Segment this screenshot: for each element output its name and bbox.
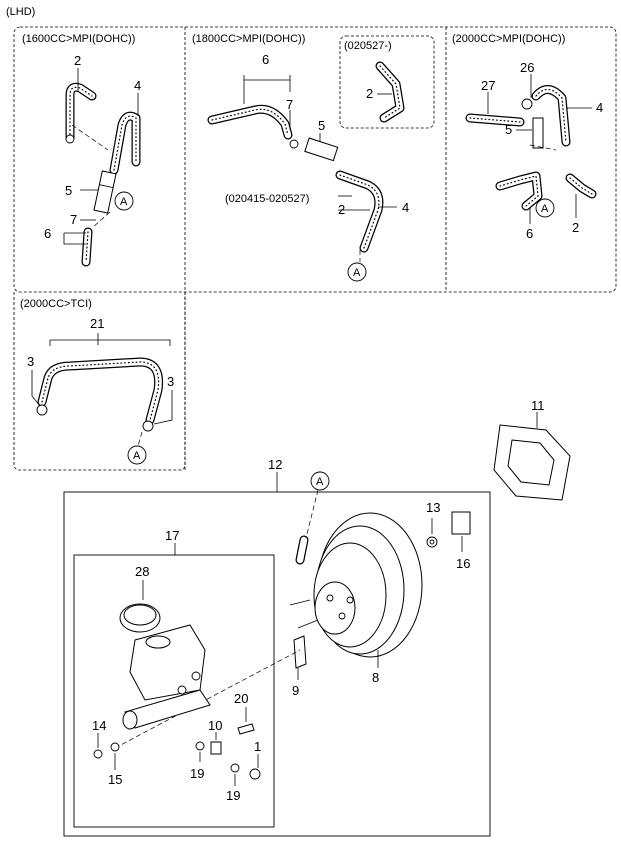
hose-4-2000: [531, 85, 571, 147]
callout-21-tci: 21: [90, 316, 104, 331]
callout-28: 28: [135, 564, 149, 579]
callout-13: 13: [426, 500, 440, 515]
bolt-1: [249, 768, 261, 780]
master-cylinder-frame: [73, 554, 275, 828]
range-label: (020415-020527): [225, 193, 309, 205]
clip-16: [451, 511, 471, 535]
hose-6-2000: [495, 171, 543, 211]
ref-marker-a-2000: [535, 198, 555, 218]
hose-2-2000: [565, 173, 597, 199]
callout-2-inset: 2: [366, 86, 373, 101]
callout-26-2000: 26: [520, 60, 534, 75]
gasket-11: [493, 412, 571, 501]
callout-15: 15: [108, 772, 122, 787]
callout-8: 8: [372, 670, 379, 685]
clamp-3a: [36, 404, 48, 416]
panel-2000-drawing: A: [465, 74, 597, 224]
washer-19b: [230, 763, 240, 773]
callout-16: 16: [456, 556, 470, 571]
callout-6-2000: 6: [526, 226, 533, 241]
hose-27-2000: [465, 113, 525, 127]
ref-marker-a-tci: [127, 445, 147, 465]
svg-text:A: A: [133, 450, 141, 462]
callout-19b: 19: [226, 788, 240, 803]
clamp-3b: [142, 420, 154, 432]
master-cylinder: [122, 624, 211, 730]
callout-20: 20: [234, 691, 248, 706]
panel-1800-drawing: A: [207, 61, 405, 282]
valve-5-2000: [521, 98, 544, 149]
engine-options-frame: [13, 26, 617, 293]
ref-marker-a-1800: [347, 262, 367, 282]
nut-14: [93, 749, 103, 759]
callout-27-2000: 27: [481, 78, 495, 93]
hose-6-1600: [81, 227, 93, 267]
washer-19a: [195, 741, 205, 751]
booster-assembly-frame: [63, 491, 491, 837]
fitting-10: [210, 741, 222, 755]
svg-text:A: A: [316, 476, 324, 488]
region-label: (LHD): [6, 6, 35, 18]
hose-4-1600: [109, 111, 141, 175]
callout-1: 1: [254, 739, 261, 754]
callout-3a-tci: 3: [27, 354, 34, 369]
callout-11: 11: [531, 398, 545, 413]
callout-12: 12: [268, 457, 282, 472]
panel-title-2000: (2000CC>MPI(DOHC)): [452, 33, 565, 45]
hose-6-1800: [207, 104, 293, 140]
hose-21-tci: [37, 357, 164, 425]
callout-2-2000: 2: [572, 220, 579, 235]
callout-2-1600: 2: [74, 53, 81, 68]
callout-3b-tci: 3: [167, 374, 174, 389]
ref-marker-a-main: [310, 471, 330, 491]
svg-text:A: A: [541, 203, 549, 215]
callout-9: 9: [292, 683, 299, 698]
brake-booster-8: [289, 512, 423, 668]
washer-15: [110, 742, 120, 752]
callout-5-1600: 5: [65, 183, 72, 198]
callout-7-1800: 7: [286, 97, 293, 112]
check-valve-5-1600: [93, 170, 117, 214]
hose-4-1800: [335, 170, 384, 253]
check-valve-5-1800: [289, 137, 339, 162]
bracket-9: [293, 635, 307, 669]
callout-6-1600: 6: [44, 226, 51, 241]
panel-title-1600: (1600CC>MPI(DOHC)): [22, 33, 135, 45]
callout-14: 14: [92, 718, 106, 733]
panel-title-1800: (1800CC>MPI(DOHC)): [192, 33, 305, 45]
callout-6-1800: 6: [262, 52, 269, 67]
callout-4-2000: 4: [596, 100, 603, 115]
callout-10: 10: [208, 718, 222, 733]
panel-tci-drawing: A: [31, 333, 173, 465]
callout-7-1600: 7: [70, 212, 77, 227]
svg-text:A: A: [353, 267, 361, 279]
bolt-20: [237, 723, 255, 735]
callout-4-1600: 4: [134, 78, 141, 93]
ref-marker-a-1600: [114, 191, 134, 211]
callout-5-2000: 5: [505, 122, 512, 137]
callout-5-1800: 5: [318, 118, 325, 133]
hose-2-inset: [375, 61, 405, 123]
panel-1600-drawing: A: [63, 68, 141, 267]
callout-19a: 19: [190, 766, 204, 781]
hose-2-1600: [65, 82, 97, 144]
fitting-26: [521, 98, 533, 110]
svg-text:A: A: [120, 196, 128, 208]
panel-title-tci: (2000CC>TCI): [20, 298, 92, 310]
inset-title: (020527-): [344, 40, 392, 52]
inset-frame: [339, 35, 435, 129]
callout-2-1800: 2: [338, 202, 345, 217]
callout-17: 17: [165, 528, 179, 543]
reservoir-cap-28: [119, 603, 161, 633]
tci-frame: [13, 292, 186, 471]
callout-4-1800: 4: [402, 200, 409, 215]
